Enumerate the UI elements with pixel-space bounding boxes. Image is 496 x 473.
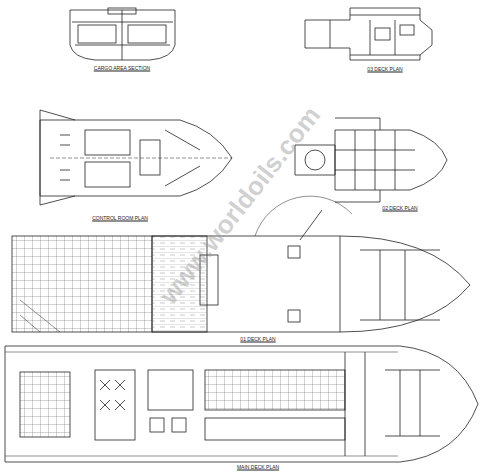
deck-03 — [305, 8, 432, 60]
deck-02 — [295, 118, 447, 202]
main-deck — [5, 346, 478, 462]
watermark: www.worldoils.com — [155, 102, 324, 308]
plan-title: 03 DECK PLAN — [366, 67, 403, 72]
plan-title: CONTROL ROOM PLAN — [91, 216, 149, 221]
cargo-section — [70, 8, 175, 60]
plan-title: 01 DECK PLAN — [239, 337, 276, 342]
plan-title: MAIN DECK PLAN — [236, 465, 280, 470]
plan-title: 02 DECK PLAN — [381, 206, 418, 211]
control-room — [40, 110, 232, 205]
plan-title: CARGO AREA SECTION — [93, 66, 151, 71]
